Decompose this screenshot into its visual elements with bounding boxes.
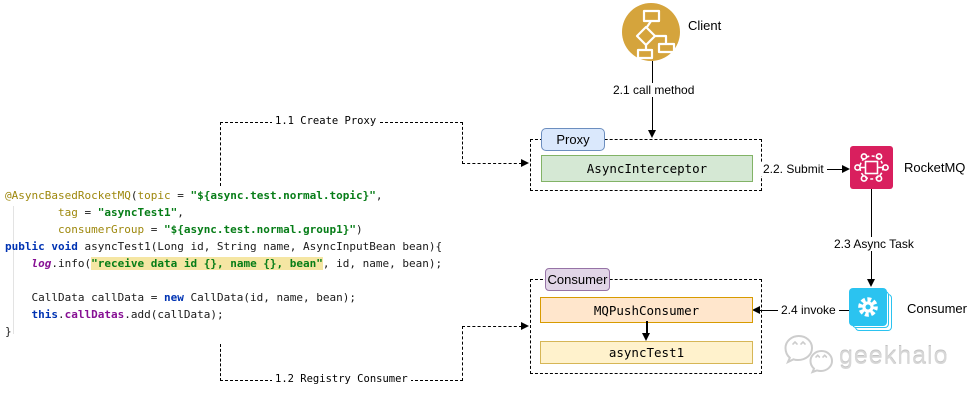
network-nodes-icon — [854, 153, 889, 182]
arrowhead-into-proxy — [521, 159, 529, 167]
consumer-group-box — [530, 279, 762, 374]
consumer-tag: Consumer — [545, 268, 610, 291]
consumer-tag-label: Consumer — [547, 272, 608, 287]
flowchart-icon — [635, 9, 676, 60]
async-interceptor-label: AsyncInterceptor — [586, 161, 708, 176]
edge-label-call-method: 2.1 call method — [610, 83, 698, 97]
arrowhead-submit — [842, 165, 850, 173]
async-interceptor-box: AsyncInterceptor — [541, 155, 753, 182]
arrowhead-call-method — [648, 130, 656, 138]
mqpushconsumer-label: MQPushConsumer — [593, 302, 700, 318]
edge-label-registry-consumer: 1.2 Registry Consumer — [272, 373, 411, 385]
code-snippet: @AsyncBasedRocketMQ(topic = "${async.tes… — [5, 189, 443, 338]
edge-registry-consumer-hline2 — [462, 326, 522, 327]
client-label: Client — [688, 18, 722, 33]
watermark-text: geekhalo — [839, 341, 949, 370]
wechat-icon — [784, 334, 834, 374]
edge-label-invoke: 2.4 invoke — [778, 303, 839, 317]
edge-label-submit: 2.2. Submit — [760, 162, 827, 176]
indent-guide-line — [13, 206, 14, 334]
edge-push-to-method-line — [646, 321, 648, 335]
edge-async-task-line — [871, 189, 872, 280]
edge-registry-consumer-vline — [220, 344, 221, 381]
asynctest1-box: asyncTest1 — [540, 341, 753, 364]
client-icon — [622, 3, 680, 61]
proxy-tag: Proxy — [541, 128, 605, 151]
consumer-icon-label: Consumer — [907, 301, 967, 316]
consumer-icon — [849, 288, 893, 332]
asynctest1-label: asyncTest1 — [608, 345, 685, 360]
edge-label-async-task: 2.3 Async Task — [831, 237, 917, 251]
rocketmq-label: RocketMQ — [904, 160, 966, 175]
arrowhead-invoke — [752, 306, 760, 314]
edge-label-create-proxy: 1.1 Create Proxy — [272, 115, 380, 127]
mqpushconsumer-box: MQPushConsumer — [540, 297, 753, 323]
watermark: geekhalo — [783, 334, 948, 378]
proxy-tag-label: Proxy — [556, 132, 590, 147]
arrowhead-push-to-method — [642, 333, 650, 341]
edge-registry-consumer-vline2 — [462, 326, 463, 381]
rocketmq-icon — [850, 146, 893, 189]
edge-create-proxy-vline — [220, 122, 221, 186]
gear-icon — [858, 297, 878, 317]
arrowhead-async-task — [867, 279, 875, 287]
gear-stack-icon — [849, 288, 887, 326]
edge-create-proxy-hline2 — [462, 163, 522, 164]
arrowhead-into-consumer-group — [521, 322, 529, 330]
edge-create-proxy-vline2 — [462, 122, 463, 164]
